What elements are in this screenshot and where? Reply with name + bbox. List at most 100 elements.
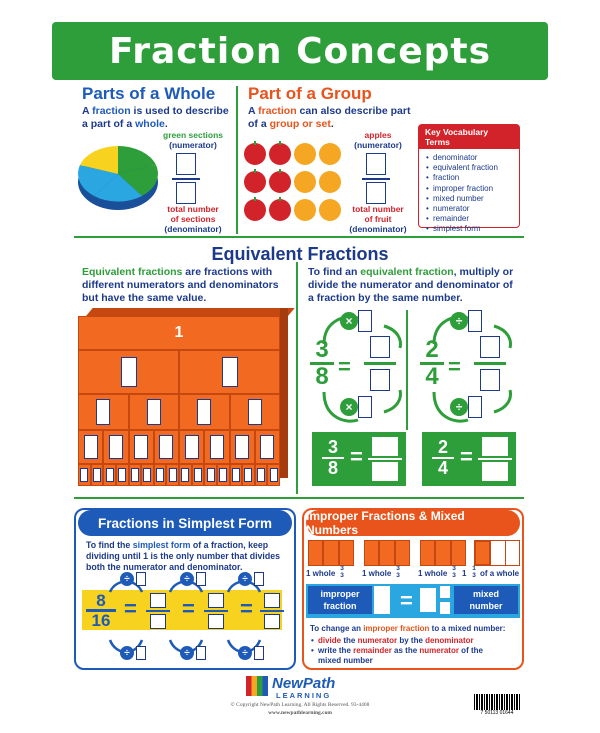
pie-chart-image bbox=[78, 145, 158, 210]
vocab-item: denominator bbox=[425, 153, 515, 163]
logo-subtitle: LEARNING bbox=[276, 691, 332, 700]
vocab-item: simplest form bbox=[425, 224, 515, 234]
page-title: Fraction Concepts bbox=[108, 30, 492, 72]
equivalent-right-desc: To find an equivalent fraction, multiply… bbox=[308, 266, 514, 304]
divide-icon: ÷ bbox=[450, 398, 468, 416]
step3-numerator-box bbox=[264, 593, 280, 608]
divisor-box-bottom bbox=[468, 396, 482, 418]
step3-denominator-box bbox=[264, 614, 280, 629]
vocab-item: remainder bbox=[425, 214, 515, 224]
divide-icon: ÷ bbox=[180, 646, 194, 660]
divisor-box bbox=[196, 572, 206, 586]
divider-middle bbox=[296, 262, 298, 494]
numerator-label-whole: green sections (numerator) bbox=[163, 130, 223, 150]
equals-sign: = bbox=[400, 588, 413, 613]
answer-denominator-box bbox=[370, 369, 390, 391]
equals-sign: = bbox=[240, 596, 253, 621]
answer-fraction-bar bbox=[364, 362, 396, 365]
whole-bar: 1 bbox=[78, 316, 280, 350]
fraction-bar-whole bbox=[172, 178, 200, 180]
barcode bbox=[474, 694, 520, 710]
divide-icon: ÷ bbox=[450, 312, 468, 330]
parts-of-whole-title: Parts of a Whole bbox=[82, 84, 216, 103]
vocab-item: fraction bbox=[425, 173, 515, 183]
part-of-group-title: Part of a Group bbox=[248, 84, 372, 103]
divide-icon: ÷ bbox=[120, 646, 134, 660]
equivalent-left-desc: Equivalent fractions are fractions with … bbox=[82, 266, 279, 304]
numerator-box-whole bbox=[176, 153, 196, 175]
divisor-box bbox=[254, 572, 264, 586]
step3-bar bbox=[260, 610, 284, 612]
multiplier-box-top bbox=[358, 310, 372, 332]
improper-instructions: To change an improper fraction to a mixe… bbox=[310, 624, 506, 665]
answer-fraction-bar bbox=[474, 362, 506, 365]
fraction-bar-group bbox=[362, 178, 390, 180]
divider-horizontal-1 bbox=[74, 236, 524, 238]
newpath-logo-icon bbox=[246, 676, 268, 696]
vocab-item: mixed number bbox=[425, 194, 515, 204]
denominator-label-group: total number of fruit (denominator) bbox=[349, 204, 407, 234]
divisor-box bbox=[136, 646, 146, 660]
improper-panel bbox=[302, 508, 524, 670]
part-of-group-desc: A fraction can also describe part of a g… bbox=[248, 105, 411, 130]
equals-sign: = bbox=[338, 354, 351, 379]
website: www.newpathlearning.com bbox=[268, 710, 332, 716]
improper-title: Improper Fractions & Mixed Numbers bbox=[306, 509, 520, 537]
mixed-numerator-box bbox=[440, 586, 450, 598]
vocabulary-list: denominator equivalent fraction fraction… bbox=[419, 149, 519, 235]
step1-numerator-box bbox=[150, 593, 166, 608]
step1-bar bbox=[146, 610, 170, 612]
denominator-box-group bbox=[366, 182, 386, 204]
improper-input-box bbox=[374, 586, 390, 614]
answer-numerator-box bbox=[480, 336, 500, 358]
step2-numerator-box bbox=[208, 593, 224, 608]
simplest-form-title: Fractions in Simplest Form bbox=[78, 510, 292, 536]
equals-sign: = bbox=[182, 596, 195, 621]
step2-bar bbox=[204, 610, 228, 612]
divisor-box bbox=[136, 572, 146, 586]
equals-sign: = bbox=[124, 596, 137, 621]
improper-bars bbox=[308, 540, 520, 566]
simplest-form-panel bbox=[74, 508, 296, 670]
divisor-box bbox=[196, 646, 206, 660]
logo-name: NewPath bbox=[272, 675, 336, 692]
multiply-icon: × bbox=[340, 398, 358, 416]
step2-denominator-box bbox=[208, 614, 224, 629]
denominator-label-whole: total number of sections (denominator) bbox=[164, 204, 222, 234]
divide-icon: ÷ bbox=[238, 572, 252, 586]
answer-denominator-box bbox=[480, 369, 500, 391]
step1-denominator-box bbox=[150, 614, 166, 629]
fruit-group-image bbox=[244, 141, 341, 221]
divider-top bbox=[236, 86, 238, 234]
divider-horizontal-2 bbox=[74, 497, 524, 499]
vocab-item: improper fraction bbox=[425, 184, 515, 194]
denominator-box-whole bbox=[176, 182, 196, 204]
simplest-form-desc: To find the simplest form of a fraction,… bbox=[86, 540, 281, 572]
equivalent-title: Equivalent Fractions bbox=[211, 244, 389, 264]
mixed-whole-box bbox=[420, 588, 436, 612]
vocab-item: numerator bbox=[425, 204, 515, 214]
divide-icon: ÷ bbox=[120, 572, 134, 586]
fraction-bars-diagram: 1 bbox=[78, 308, 295, 486]
divisor-box-top bbox=[468, 310, 482, 332]
vocabulary-box: Key Vocabulary Terms denominator equival… bbox=[418, 124, 520, 235]
parts-of-whole-desc: A fraction is used to describe a part of… bbox=[82, 105, 229, 130]
vocab-item: equivalent fraction bbox=[425, 163, 515, 173]
mixed-denominator-box bbox=[440, 602, 450, 614]
numerator-box-group bbox=[366, 153, 386, 175]
divide-icon: ÷ bbox=[238, 646, 252, 660]
divider-inner bbox=[406, 310, 408, 430]
numerator-label-group: apples (numerator) bbox=[354, 130, 402, 150]
divisor-box bbox=[254, 646, 264, 660]
vocabulary-title: Key Vocabulary Terms bbox=[419, 125, 519, 149]
multiply-icon: × bbox=[340, 312, 358, 330]
answer-numerator-box bbox=[370, 336, 390, 358]
